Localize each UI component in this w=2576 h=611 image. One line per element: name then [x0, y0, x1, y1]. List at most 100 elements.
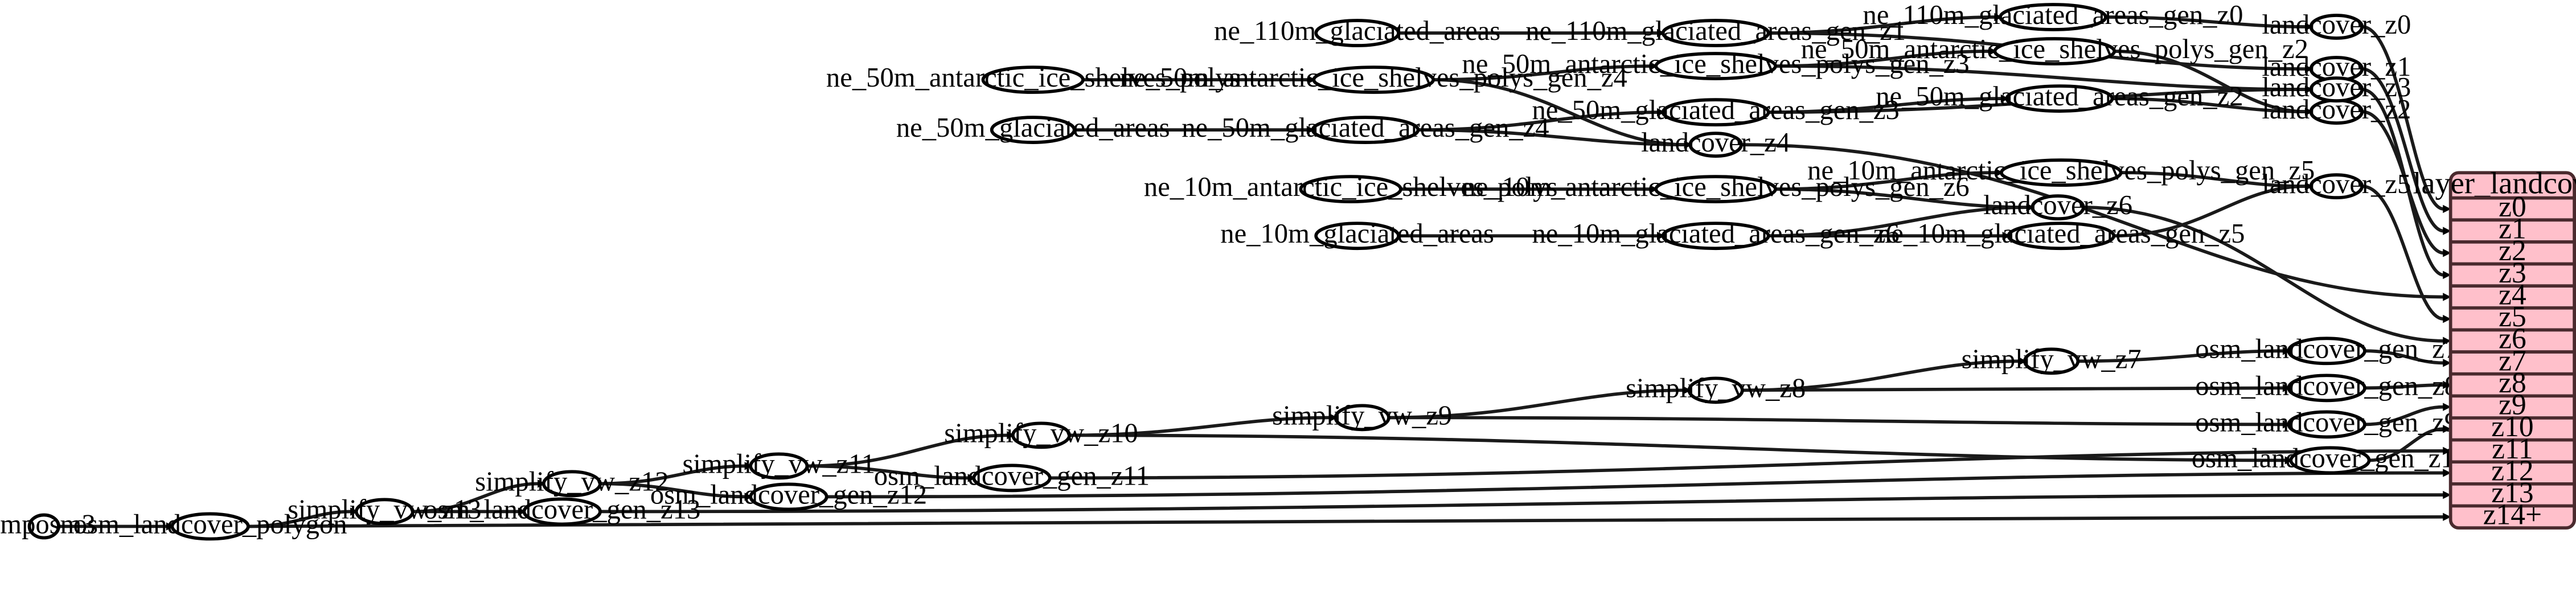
record-row-z4[interactable]: z4: [2499, 278, 2526, 311]
graph-node-ne_50m_glaciated_areas[interactable]: ne_50m_glaciated_areas: [896, 112, 1170, 144]
edge-arrowhead: [2304, 64, 2314, 73]
record-node-layer-landcover[interactable]: layer_landcoverz0z1z2z3z4z5z6z7z8z9z10z1…: [2413, 166, 2576, 531]
graph-node-ne_10m_glaciated_areas_gen_z5[interactable]: ne_10m_glaciated_areas_gen_z5: [1877, 218, 2245, 251]
edge-ne_50m_glaciated_areas_gen_z2-to-landcover_z2: [2112, 97, 2306, 113]
node-ellipse: [1688, 132, 1743, 158]
node-label: ne_110m_glaciated_areas_gen_z1: [1525, 15, 1906, 46]
record-row-z12[interactable]: z12: [2491, 454, 2533, 487]
edge-landcover_z0-to-record-z0: [2361, 25, 2444, 211]
node-ellipse: [1011, 421, 1071, 449]
node-ellipse: [542, 470, 602, 498]
edge-arrowhead: [1684, 140, 1693, 149]
edge-arrowhead: [2443, 359, 2451, 367]
edge-arrowhead: [2443, 249, 2451, 257]
graph-node-ne_110m_glaciated_areas[interactable]: ne_110m_glaciated_areas: [1214, 15, 1500, 47]
record-row-z2[interactable]: z2: [2499, 235, 2526, 267]
edge-arrowhead: [2304, 22, 2314, 31]
record-row-z10[interactable]: z10: [2491, 411, 2533, 443]
node-label: osm_landcover_gen_z13: [424, 494, 700, 524]
node-layer: imposm3osm_landcover_polygonsimplify_vw_…: [0, 0, 2468, 541]
graph-node-osm_landcover_gen_z10[interactable]: osm_landcover_gen_z10: [2192, 442, 2468, 475]
node-label: ne_50m_antarctic_ice_shelves_polys_gen_z…: [1462, 48, 1970, 79]
edge-arrowhead: [2282, 384, 2291, 392]
graph-node-landcover_z3[interactable]: landcover_z3: [2262, 72, 2411, 102]
graph-node-landcover_z0[interactable]: landcover_z0: [2262, 9, 2411, 40]
graph-node-ne_50m_antarctic_ice_shelves_polys_gen_z4[interactable]: ne_50m_antarctic_ice_shelves_polys_gen_z…: [1120, 62, 1627, 94]
graph-node-ne_50m_antarctic_ice_shelves_polys_gen_z2[interactable]: ne_50m_antarctic_ice_shelves_polys_gen_z…: [1801, 34, 2308, 65]
graph-node-ne_50m_glaciated_areas_gen_z3[interactable]: ne_50m_glaciated_areas_gen_z3: [1532, 95, 1900, 126]
edge-arrowhead: [2443, 293, 2451, 301]
graph-node-simplify_vw_z10[interactable]: simplify_vw_z10: [944, 417, 1138, 449]
record-row-z14plus[interactable]: z14+: [2483, 499, 2542, 531]
graph-node-simplify_vw_z9[interactable]: simplify_vw_z9: [1272, 400, 1452, 432]
record-row-z0[interactable]: z0: [2499, 191, 2526, 223]
edge-landcover_z1-to-record-z1: [2361, 67, 2444, 233]
edge-simplify_vw_z9-to-osm_landcover_gen_z9: [1388, 416, 2284, 427]
node-label: ne_10m_antarctic_ice_shelves_polys_gen_z…: [1807, 155, 2315, 186]
edge-arrowhead: [2019, 357, 2027, 366]
graph-node-osm_landcover_gen_z7[interactable]: osm_landcover_gen_z7: [2195, 333, 2458, 366]
graph-node-ne_10m_antarctic_ice_shelves_polys_gen_z5[interactable]: ne_10m_antarctic_ice_shelves_polys_gen_z…: [1807, 155, 2315, 187]
graph-node-ne_50m_antarctic_ice_shelves_polys[interactable]: ne_50m_antarctic_ice_shelves_polys: [826, 62, 1240, 94]
graph-node-osm_landcover_polygon[interactable]: osm_landcover_polygon: [73, 509, 347, 541]
node-ellipse: [749, 482, 828, 511]
node-label: imposm3: [0, 509, 96, 539]
record-row-z11[interactable]: z11: [2492, 433, 2533, 465]
edge-arrowhead: [1995, 168, 2004, 177]
graph-node-osm_landcover_gen_z8[interactable]: osm_landcover_gen_z8: [2195, 370, 2458, 403]
node-ellipse: [1687, 376, 1744, 404]
node-ellipse: [1661, 19, 1770, 47]
graph-node-ne_50m_glaciated_areas_gen_z4[interactable]: ne_50m_glaciated_areas_gen_z4: [1182, 112, 1549, 144]
edge-landcover_z6-to-record-z6: [2083, 206, 2444, 343]
edge-arrowhead: [2443, 270, 2451, 280]
graph-node-osm_landcover_gen_z12[interactable]: osm_landcover_gen_z12: [650, 479, 927, 511]
graph-node-simplify_vw_z8[interactable]: simplify_vw_z8: [1626, 372, 1806, 404]
graph-node-landcover_z6[interactable]: landcover_z6: [1983, 190, 2132, 220]
node-label: landcover_z3: [2262, 72, 2411, 102]
edge-arrowhead: [2443, 490, 2451, 499]
graph-node-osm_landcover_gen_z13[interactable]: osm_landcover_gen_z13: [424, 494, 700, 526]
graph-node-ne_110m_glaciated_areas_gen_z0[interactable]: ne_110m_glaciated_areas_gen_z0: [1863, 0, 2243, 31]
record-row-z7[interactable]: z7: [2499, 345, 2526, 377]
record-title: layer_landcover: [2413, 166, 2576, 200]
graph-node-osm_landcover_gen_z9[interactable]: osm_landcover_gen_z9: [2195, 407, 2458, 439]
record-row-z5[interactable]: z5: [2499, 301, 2526, 333]
graph-node-simplify_vw_z13[interactable]: simplify_vw_z13: [288, 494, 481, 526]
graph-node-ne_10m_antarctic_ice_shelves_polys[interactable]: ne_10m_antarctic_ice_shelves_polys: [1144, 171, 1557, 204]
node-ellipse: [1993, 37, 2116, 65]
edge-arrowhead: [2026, 203, 2034, 212]
graph-node-simplify_vw_z11[interactable]: simplify_vw_z11: [683, 448, 876, 480]
node-label: simplify_vw_z10: [944, 417, 1138, 448]
graph-node-landcover_z5[interactable]: landcover_z5: [2262, 169, 2411, 199]
record-row-z9[interactable]: z9: [2499, 389, 2526, 421]
graph-node-ne_10m_glaciated_areas[interactable]: ne_10m_glaciated_areas: [1220, 218, 1494, 251]
graph-node-ne_50m_glaciated_areas_gen_z2[interactable]: ne_50m_glaciated_areas_gen_z2: [1876, 81, 2243, 113]
edge-ne_10m_glaciated_areas_gen_z5-to-landcover_z5: [2114, 184, 2306, 238]
node-ellipse: [749, 452, 809, 480]
graph-node-landcover_z4[interactable]: landcover_z4: [1641, 127, 1790, 158]
node-label: ne_50m_glaciated_areas_gen_z3: [1532, 95, 1899, 125]
node-ellipse: [2309, 14, 2364, 40]
graph-node-ne_110m_glaciated_areas_gen_z1[interactable]: ne_110m_glaciated_areas_gen_z1: [1525, 15, 1906, 47]
graph-node-ne_10m_glaciated_areas_gen_z6[interactable]: ne_10m_glaciated_areas_gen_z6: [1532, 218, 1900, 251]
edge-landcover_z3-to-record-z3: [2361, 88, 2444, 277]
graph-node-simplify_vw_z12[interactable]: simplify_vw_z12: [475, 466, 669, 498]
record-row-z13[interactable]: z13: [2491, 477, 2533, 509]
node-label: landcover_z0: [2262, 9, 2411, 40]
record-row-z8[interactable]: z8: [2499, 367, 2526, 399]
record-row-z6[interactable]: z6: [2499, 323, 2526, 355]
edge-arrowhead: [2443, 403, 2451, 411]
record-row-z3[interactable]: z3: [2499, 257, 2526, 289]
edge-arrowhead: [2282, 347, 2291, 355]
node-ellipse: [354, 498, 415, 526]
node-ellipse: [1661, 222, 1770, 251]
record-row-z1[interactable]: z1: [2499, 213, 2526, 245]
graph-node-imposm3[interactable]: imposm3: [0, 509, 96, 539]
node-ellipse: [27, 513, 60, 540]
edge-arrowhead: [518, 507, 527, 516]
graph-node-ne_10m_antarctic_ice_shelves_polys_gen_z6[interactable]: ne_10m_antarctic_ice_shelves_polys_gen_z…: [1462, 171, 1970, 204]
graph-node-ne_50m_antarctic_ice_shelves_polys_gen_z3[interactable]: ne_50m_antarctic_ice_shelves_polys_gen_z…: [1462, 48, 1970, 80]
graph-node-osm_landcover_gen_z11[interactable]: osm_landcover_gen_z11: [874, 460, 1150, 493]
graph-node-simplify_vw_z7[interactable]: simplify_vw_z7: [1962, 343, 2142, 375]
